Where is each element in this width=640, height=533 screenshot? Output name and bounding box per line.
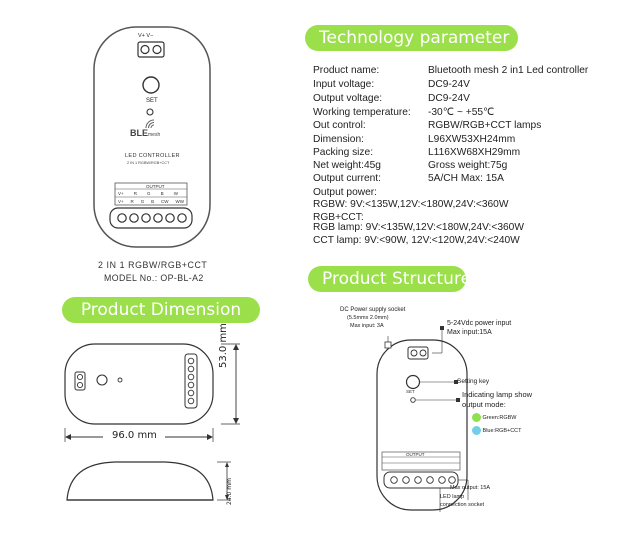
power-rgbcct: RGB+CCT: (313, 212, 364, 223)
controller-title: LED CONTROLLER (125, 153, 180, 159)
param-label: Product name: (313, 65, 380, 76)
green-dot-icon (472, 413, 481, 422)
param-label: Output voltage: (313, 93, 383, 104)
param-label: Output current: (313, 173, 381, 184)
setting-key-label: Setting key (457, 378, 490, 385)
lamp-socket-label-2: connection socket (440, 502, 485, 508)
param-label: Dimension: (313, 134, 364, 145)
param-value: RGBW/RGB+CCT lamps (428, 120, 542, 131)
legend-blue: Blue:RGB+CCT (472, 426, 522, 435)
dc-socket-label-3: Max input: 3A (350, 323, 384, 329)
blue-dot-icon (472, 426, 481, 435)
param-value: 5A/CH Max: 15A (428, 173, 504, 184)
param-label: Working temperature: (313, 107, 411, 118)
product-caption-line2: MODEL No.: OP-BL-A2 (104, 273, 204, 283)
indicating-label-1: Indicating lamp show (462, 390, 533, 399)
dc-socket-label-1: DC Power supply socket (340, 307, 406, 313)
power-input-label-1: 5-24Vdc power input (447, 320, 512, 327)
power-rgbw: RGBW: 9V:<135W,12V:<180W,24V:<360W (313, 199, 509, 210)
structure-output-header: OUTPUT (406, 452, 425, 457)
power-rgb-lamp: RGB lamp: 9V:<135W,12V:<180W,24V:<360W (313, 222, 524, 233)
param-value: DC9-24V (428, 79, 470, 90)
brand-logo: BLEmesh (130, 128, 161, 138)
lamp-socket-label-1: LED lamp (440, 494, 465, 500)
dimension-width: 96.0 mm (112, 430, 157, 441)
param-value: DC9-24V (428, 93, 470, 104)
controller-subtitle: 2 IN 1 RGBW/RGB+CCT (127, 161, 170, 165)
param-label: Packing size: (313, 147, 374, 158)
legend-green: Green:RGBW (472, 413, 516, 422)
set-label: SET (146, 98, 158, 104)
dimension-height: 53.0 mm (218, 323, 229, 368)
param-value: Bluetooth mesh 2 in1 Led controller (428, 65, 589, 76)
param-value: L96XW53XH24mm (428, 134, 516, 145)
structure-set-label: SET (406, 389, 415, 394)
param-label: Input voltage: (313, 79, 375, 90)
indicating-label-2: output mode: (462, 400, 506, 409)
power-heading: Output power: (313, 187, 377, 198)
section-title-technology: Technology parameter (305, 25, 518, 51)
param-value: L116XW68XH29mm (428, 147, 521, 158)
section-title-dimension: Product Dimension (62, 297, 260, 323)
output-header: OUTPUT (146, 184, 165, 189)
param-value: Gross weight:75g (428, 160, 508, 171)
param-label: Net weight:45g (313, 160, 381, 171)
bluetooth-signal-icon (145, 119, 155, 129)
dc-socket-label-2: (5.5mmx 2.0mm) (347, 315, 389, 321)
param-value: -30℃ ~ +55℃ (428, 107, 495, 118)
param-label: Out control: (313, 120, 366, 131)
section-title-structure: Product Structure (308, 266, 471, 292)
dimension-depth: 24.0 mm (226, 478, 233, 505)
product-caption-line1: 2 IN 1 RGBW/RGB+CCT (98, 260, 208, 270)
max-output-label: Max output: 15A (450, 485, 491, 491)
socket-labels: V+ V− (138, 33, 154, 39)
power-input-label-2: Max input:15A (447, 329, 492, 336)
power-cct-lamp: CCT lamp: 9V:<90W, 12V:<120W,24V:<240W (313, 235, 520, 246)
